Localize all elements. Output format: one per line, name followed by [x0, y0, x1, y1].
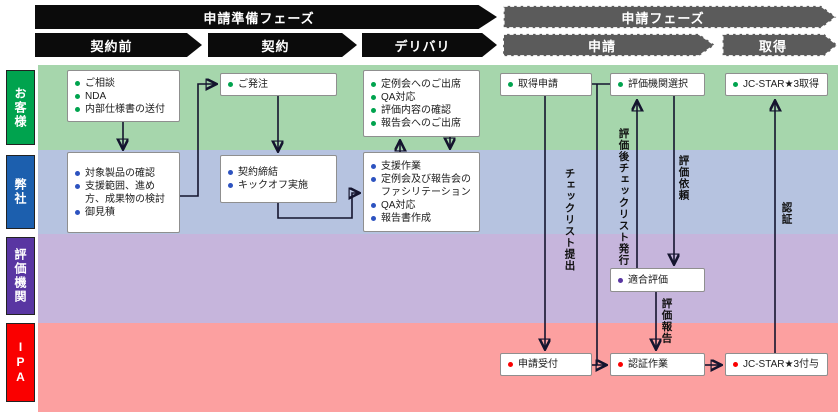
bullet-icon — [371, 107, 376, 113]
task-item: JC-STAR★3付与 — [743, 359, 820, 370]
task-customer-delivery: 定例会へのご出席 QA対応 評価内容の確認 報告会へのご出席 — [363, 70, 480, 137]
bullet-icon — [371, 215, 376, 221]
task-item: 報告書作成 — [381, 212, 431, 224]
edge-label-checklist-submit: チェックリスト提出 — [563, 168, 576, 272]
lane-ipa-bg — [38, 323, 838, 412]
bullet-icon — [371, 202, 376, 208]
task-item: 御見積 — [85, 206, 115, 218]
bullet-icon — [733, 82, 738, 87]
stage-label: 契約 — [261, 38, 290, 54]
task-ipa-grant: JC-STAR★3付与 — [725, 353, 828, 376]
task-company-precontract: 対象製品の確認 支援範囲、進め方、成果物の検討 御見積 — [67, 152, 180, 233]
edge-label-certification: 認証 — [780, 202, 793, 225]
task-customer-select-evaluator: 評価機関選択 — [610, 73, 705, 96]
task-item: 評価機関選択 — [628, 79, 688, 90]
edge-label-checklist-issue: 評価後チェックリスト発行 — [617, 128, 630, 266]
task-item: ご相談 — [85, 77, 115, 89]
stage-banner-precontract: 契約前 — [35, 33, 202, 57]
task-item: 対象製品の確認 — [85, 167, 155, 179]
stage-label: デリバリ — [394, 38, 451, 54]
task-item: 定例会へのご出席 — [381, 78, 461, 90]
task-item: キックオフ実施 — [238, 180, 308, 191]
bullet-icon — [618, 82, 623, 87]
stage-banner-contract: 契約 — [208, 33, 357, 57]
stage-banner-application: 申請 — [502, 33, 716, 57]
task-item: NDA — [85, 90, 107, 102]
task-customer-precontract: ご相談 NDA 内部仕様書の送付 — [67, 70, 180, 122]
phase-label: 申請準備フェーズ — [203, 10, 315, 26]
bullet-icon — [371, 81, 376, 87]
task-item: 支援範囲、進め方、成果物の検討 — [85, 180, 165, 205]
task-item: 取得申請 — [518, 79, 558, 90]
lane-label-customer: お客様 — [6, 70, 35, 145]
task-customer-application-request: 取得申請 — [500, 73, 592, 96]
bullet-icon — [508, 362, 513, 367]
bullet-icon — [228, 170, 233, 175]
task-evaluator-conformity: 適合評価 — [610, 268, 705, 292]
task-item: 支援作業 — [381, 160, 421, 172]
bullet-icon — [75, 106, 80, 112]
stage-label: 申請 — [587, 38, 616, 54]
lane-label-evaluator: 評価機関 — [6, 237, 35, 315]
bullet-icon — [618, 362, 623, 367]
lane-evaluator-bg — [38, 234, 838, 323]
lane-label-company: 弊社 — [6, 155, 35, 229]
phase-banner-preparation: 申請準備フェーズ — [35, 5, 497, 29]
task-item: ご発注 — [238, 79, 268, 90]
arrow-banner-shape — [502, 5, 838, 29]
task-item: 内部仕様書の送付 — [85, 103, 165, 115]
bullet-icon — [371, 120, 376, 126]
bullet-icon — [228, 183, 233, 188]
bullet-icon — [228, 82, 233, 87]
lane-label-ipa: IPA — [6, 323, 35, 402]
arrow-banner-shape — [362, 33, 497, 57]
arrow-banner-shape — [35, 33, 202, 57]
edge-label-eval-request: 評価依頼 — [677, 155, 690, 201]
task-customer-acquisition: JC-STAR★3取得 — [725, 73, 828, 96]
task-item: 定例会及び報告会のファシリテーション — [381, 173, 471, 198]
task-item: 評価内容の確認 — [381, 104, 451, 116]
bullet-icon — [371, 163, 376, 169]
stage-banner-delivery: デリバリ — [362, 33, 497, 57]
task-item: 適合評価 — [628, 274, 668, 286]
phase-label: 申請フェーズ — [621, 10, 705, 26]
bullet-icon — [618, 277, 623, 283]
task-item: 契約締結 — [238, 167, 278, 178]
task-customer-contract: ご発注 — [220, 73, 337, 96]
stage-label: 取得 — [758, 38, 787, 54]
bullet-icon — [508, 82, 513, 87]
task-item: 報告会へのご出席 — [381, 117, 461, 129]
edge-label-eval-report: 評価報告 — [660, 298, 673, 344]
task-item: 認証作業 — [628, 359, 668, 370]
task-ipa-reception: 申請受付 — [500, 353, 592, 376]
bullet-icon — [75, 209, 80, 215]
bullet-icon — [371, 94, 376, 100]
stage-label: 契約前 — [90, 38, 133, 54]
task-item: QA対応 — [381, 91, 416, 103]
stage-banner-acquisition: 取得 — [722, 33, 838, 57]
task-ipa-certification-work: 認証作業 — [610, 353, 705, 376]
bullet-icon — [371, 176, 376, 182]
bullet-icon — [75, 80, 80, 86]
task-item: JC-STAR★3取得 — [743, 79, 820, 90]
bullet-icon — [75, 170, 80, 176]
task-item: QA対応 — [381, 199, 416, 211]
task-company-delivery: 支援作業 定例会及び報告会のファシリテーション QA対応 報告書作成 — [363, 152, 480, 232]
task-company-contract: 契約締結 キックオフ実施 — [220, 155, 337, 203]
phase-banner-application: 申請フェーズ — [502, 5, 838, 29]
arrow-banner-shape — [35, 5, 497, 29]
bullet-icon — [75, 183, 80, 189]
arrow-banner-shape — [208, 33, 357, 57]
arrow-banner-shape — [722, 33, 838, 57]
task-item: 申請受付 — [518, 359, 558, 370]
bullet-icon — [733, 362, 738, 367]
arrow-banner-shape — [502, 33, 716, 57]
bullet-icon — [75, 93, 80, 99]
